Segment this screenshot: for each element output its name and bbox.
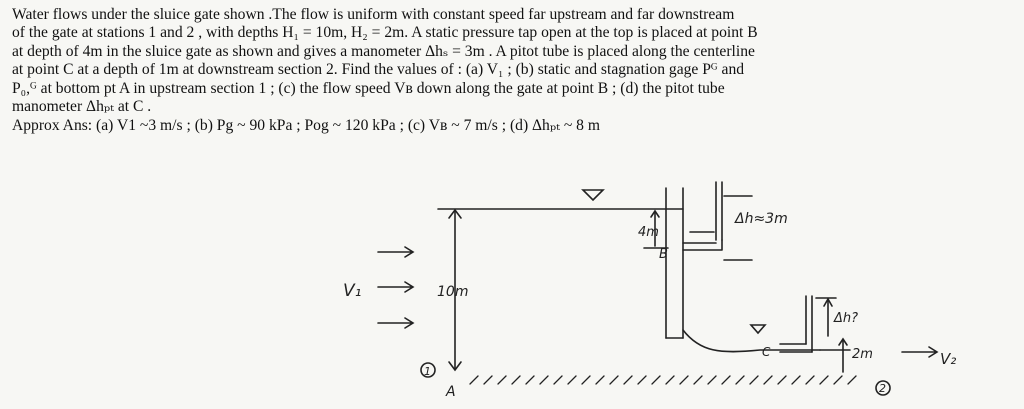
problem-line-2: of the gate at stations 1 and 2 , with d… (12, 24, 758, 42)
problem-line-3: at depth of 4m in the sluice gate as sho… (12, 42, 755, 60)
label-h2: 2m (852, 347, 873, 362)
problem-line-1: Water flows under the sluice gate shown … (12, 6, 735, 23)
static-tap-tube (682, 239, 723, 251)
label-h1: 10m (437, 284, 468, 300)
approx-answers: Approx Ans: (a) V1 ~3 m/s ; (b) Pg ~ 90 … (12, 117, 600, 135)
label-depth-b: 4m (638, 225, 659, 240)
label-v2: V₂ (940, 350, 956, 368)
label-point-a: A (445, 384, 456, 400)
label-station-1: 1 (424, 365, 431, 378)
label-dh-pitot: Δh? (833, 311, 858, 326)
pitot-tube (779, 343, 813, 353)
label-point-b: B (659, 247, 668, 262)
problem-statement: Water flows under the sluice gate shown … (12, 6, 1012, 136)
downstream-jet (682, 329, 821, 353)
station-1-circle (420, 362, 436, 378)
problem-line-4: at point C at a depth of 1m at downstrea… (12, 61, 745, 79)
label-station-2: 2 (879, 382, 886, 395)
free-surface-symbol (581, 189, 605, 202)
ground-hatching (469, 375, 857, 385)
label-point-c: C (762, 345, 771, 359)
label-v1: V₁ (343, 281, 361, 301)
label-dh-static: Δh≈3m (734, 211, 788, 227)
problem-line-6: manometer Δhₚₜ at C . (12, 98, 152, 116)
station-2-circle (875, 380, 891, 396)
problem-line-5: P₀,ᴳ at bottom pt A in upstream section … (12, 79, 725, 97)
